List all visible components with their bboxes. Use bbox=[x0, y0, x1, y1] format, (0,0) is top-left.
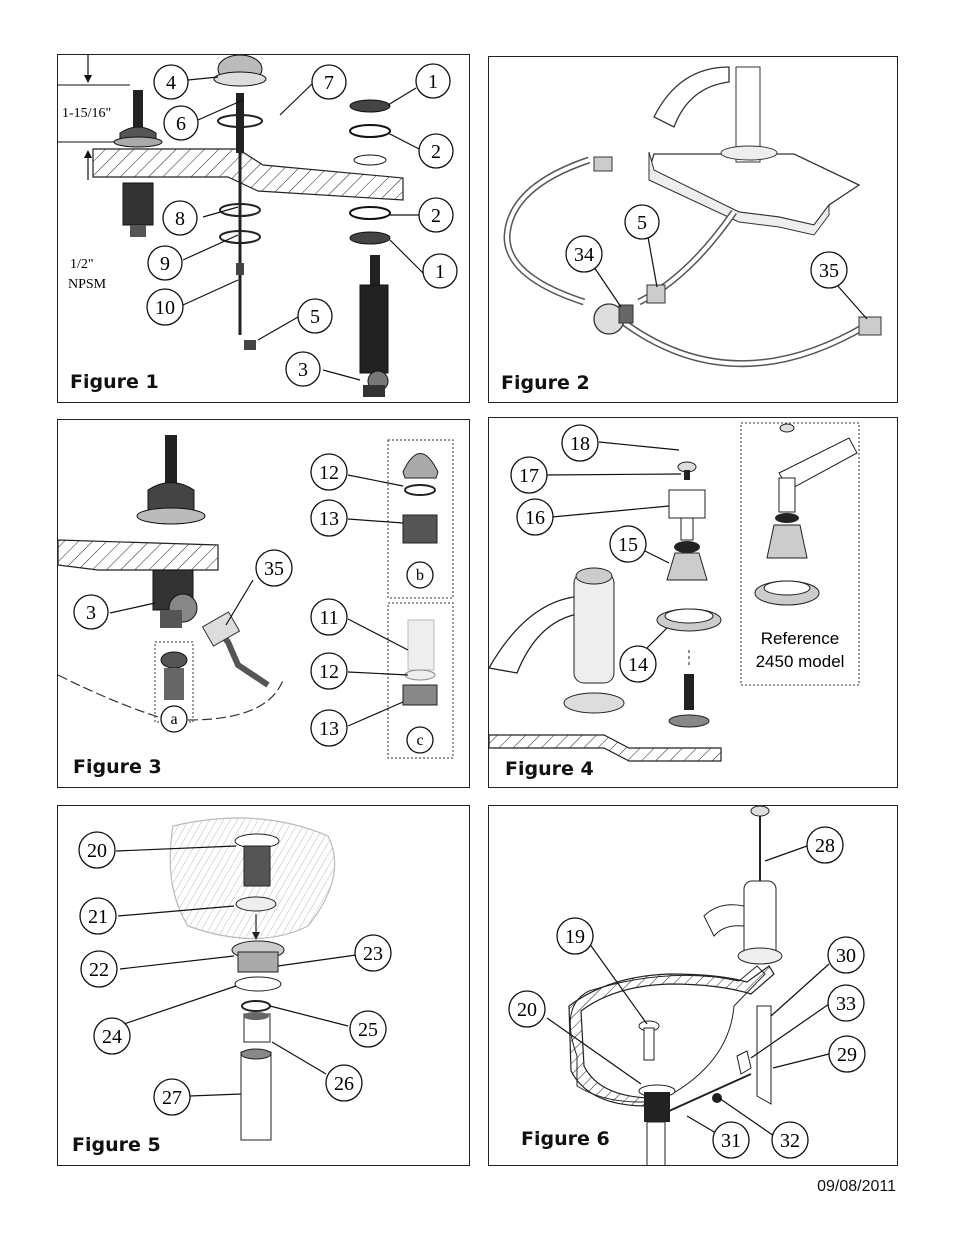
callout-26: 26 bbox=[334, 1073, 354, 1095]
callout-12: 12 bbox=[319, 462, 339, 484]
figure-4-panel: 18 17 16 15 14 Reference 2450 model Figu… bbox=[488, 417, 898, 788]
callout-21: 21 bbox=[88, 906, 108, 928]
callout-16: 16 bbox=[525, 507, 545, 529]
figure-6-panel: 28 19 30 20 33 29 31 32 Figure 6 bbox=[488, 805, 898, 1166]
callout-30: 30 bbox=[836, 945, 856, 967]
figure-6-drawing: 28 19 30 20 33 29 31 32 bbox=[508, 806, 866, 1165]
cartridge-body bbox=[359, 284, 389, 374]
reference-box bbox=[740, 422, 860, 686]
drain-stopper bbox=[643, 1027, 655, 1061]
callout-5: 5 bbox=[637, 212, 647, 234]
figure-5-drawing: 20 21 22 23 24 25 26 27 bbox=[78, 817, 392, 1141]
figure-3-drawing: 35 3 12 13 11 12 13 a b c bbox=[58, 435, 454, 759]
dimension-label: 1-15/16" bbox=[62, 106, 111, 121]
callout-13b: 13 bbox=[319, 718, 339, 740]
callout-35: 35 bbox=[819, 260, 839, 282]
figure-2-callouts: 5 34 35 bbox=[565, 204, 848, 289]
figure-2-title: Figure 2 bbox=[501, 372, 590, 394]
countertop-section bbox=[58, 539, 219, 571]
spout bbox=[653, 66, 730, 128]
callout-17: 17 bbox=[519, 465, 539, 487]
spout-column bbox=[573, 572, 615, 684]
handle-knob-b bbox=[402, 453, 439, 479]
thread-size-label: 1/2" bbox=[70, 257, 94, 272]
figure-6-callouts: 28 19 30 20 33 29 31 32 bbox=[508, 826, 866, 1159]
valve-stem bbox=[133, 90, 143, 130]
countertop-section bbox=[489, 734, 722, 762]
figure-3-sub-labels: a b c bbox=[160, 561, 434, 754]
thread-type-label: NPSM bbox=[68, 277, 107, 292]
callout-20: 20 bbox=[87, 840, 107, 862]
figure-6-title: Figure 6 bbox=[521, 1128, 610, 1150]
callout-3: 3 bbox=[298, 359, 308, 381]
reference-label-line2: 2450 model bbox=[756, 652, 845, 671]
escutcheon bbox=[666, 552, 708, 581]
callout-25: 25 bbox=[358, 1019, 378, 1041]
callout-9: 9 bbox=[160, 253, 170, 275]
figure-3-panel: 35 3 12 13 11 12 13 a b c Figure 3 bbox=[57, 419, 470, 788]
callout-11: 11 bbox=[319, 607, 338, 629]
valve-body bbox=[122, 182, 154, 226]
callout-7: 7 bbox=[324, 72, 334, 94]
callout-13: 13 bbox=[319, 508, 339, 530]
callout-22: 22 bbox=[89, 959, 109, 981]
callout-18: 18 bbox=[570, 433, 590, 455]
callout-20: 20 bbox=[517, 999, 537, 1021]
figure-4-callouts: 18 17 16 15 14 bbox=[510, 424, 657, 683]
callout-33: 33 bbox=[836, 993, 856, 1015]
sub-label-c: c bbox=[416, 732, 423, 749]
callout-1: 1 bbox=[428, 71, 438, 93]
callout-1b: 1 bbox=[435, 261, 445, 283]
callout-19: 19 bbox=[565, 926, 585, 948]
spout bbox=[489, 595, 585, 674]
figure-4-drawing: 18 17 16 15 14 Reference 2450 model bbox=[489, 422, 860, 762]
basin-section bbox=[568, 965, 775, 1107]
callout-2b: 2 bbox=[431, 205, 441, 227]
countertop-section bbox=[92, 148, 404, 201]
callout-2: 2 bbox=[431, 141, 441, 163]
reference-label-line1: Reference bbox=[761, 629, 839, 648]
callout-24: 24 bbox=[102, 1026, 122, 1048]
cartridge-stem bbox=[370, 255, 380, 285]
sub-label-a: a bbox=[170, 711, 177, 728]
callout-5: 5 bbox=[310, 306, 320, 328]
callout-28: 28 bbox=[815, 835, 835, 857]
callout-4: 4 bbox=[166, 72, 176, 94]
callout-29: 29 bbox=[837, 1044, 857, 1066]
callout-27: 27 bbox=[162, 1087, 182, 1109]
callout-12b: 12 bbox=[319, 661, 339, 683]
figure-1-callouts: 4 7 1 6 2 8 2 9 1 10 5 3 bbox=[146, 63, 458, 387]
callout-6: 6 bbox=[176, 113, 186, 135]
figure-2-drawing: 5 34 35 bbox=[503, 66, 882, 368]
figure-2-panel: 5 34 35 Figure 2 bbox=[488, 56, 898, 403]
figure-5-title: Figure 5 bbox=[72, 1134, 161, 1156]
sub-label-b: b bbox=[416, 567, 424, 584]
extension-strap bbox=[756, 1005, 772, 1105]
figure-1-drawing: 4 7 1 6 2 8 2 9 1 10 5 3 1-15/16" 1/2" N… bbox=[58, 55, 458, 397]
callout-35: 35 bbox=[264, 558, 284, 580]
callout-34: 34 bbox=[574, 244, 594, 266]
figure-1-title: Figure 1 bbox=[70, 371, 159, 393]
callout-3: 3 bbox=[86, 602, 96, 624]
tailpiece bbox=[240, 1051, 272, 1141]
figure-4-title: Figure 4 bbox=[505, 758, 594, 780]
callout-8: 8 bbox=[175, 208, 185, 230]
pivot-rod bbox=[668, 1073, 752, 1112]
figure-3-callouts: 35 3 12 13 11 12 13 bbox=[73, 453, 348, 747]
callout-32: 32 bbox=[780, 1130, 800, 1152]
callout-10: 10 bbox=[155, 297, 175, 319]
figure-3-title: Figure 3 bbox=[73, 756, 162, 778]
figure-1-panel: 4 7 1 6 2 8 2 9 1 10 5 3 1-15/16" 1/2" N… bbox=[57, 54, 470, 403]
revision-date: 09/08/2011 bbox=[817, 1178, 896, 1195]
figure-5-panel: 20 21 22 23 24 25 26 27 Figure 5 bbox=[57, 805, 470, 1166]
callout-23: 23 bbox=[363, 943, 383, 965]
figure-5-callouts: 20 21 22 23 24 25 26 27 bbox=[78, 831, 392, 1116]
callout-31: 31 bbox=[721, 1130, 741, 1152]
callout-14: 14 bbox=[628, 654, 648, 676]
handle-c bbox=[407, 619, 435, 671]
callout-15: 15 bbox=[618, 534, 638, 556]
